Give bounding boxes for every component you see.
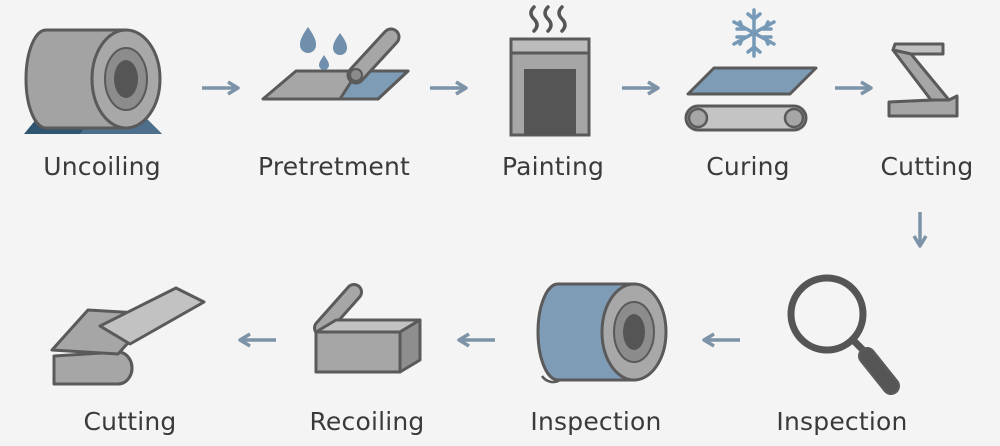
- cooling-conveyor-icon: [684, 8, 818, 132]
- recoil-box-icon: [313, 283, 422, 374]
- arrow-right-1: [202, 80, 240, 96]
- coil-inspection-icon: [536, 282, 668, 384]
- arrow-left-1: [702, 332, 740, 348]
- step-label-recoiling: Recoiling: [309, 407, 425, 436]
- arrow-left-3: [238, 332, 276, 348]
- cut-sheets-icon: [50, 286, 206, 386]
- step-label-inspection: Inspection: [530, 407, 662, 436]
- paint-booth-icon: [509, 5, 591, 137]
- folded-sheet-icon: [887, 42, 959, 118]
- magnifier-icon: [787, 274, 900, 395]
- step-label-pretreatment: Pretretment: [257, 152, 411, 181]
- step-label-painting: Painting: [501, 152, 605, 181]
- step-label-uncoiling: Uncoiling: [43, 152, 161, 181]
- step-label-inspection: Inspection: [776, 407, 908, 436]
- arrow-down: [912, 212, 928, 248]
- step-label-curing: Curing: [706, 152, 790, 181]
- arrow-right-3: [622, 80, 660, 96]
- step-label-cutting: Cutting: [880, 152, 974, 181]
- arrow-right-2: [430, 80, 468, 96]
- arrow-left-2: [457, 332, 495, 348]
- coil-icon: [24, 28, 162, 134]
- pretreatment-spray-roller-icon: [261, 27, 410, 101]
- step-label-cutting: Cutting: [83, 407, 177, 436]
- arrow-right-4: [835, 80, 873, 96]
